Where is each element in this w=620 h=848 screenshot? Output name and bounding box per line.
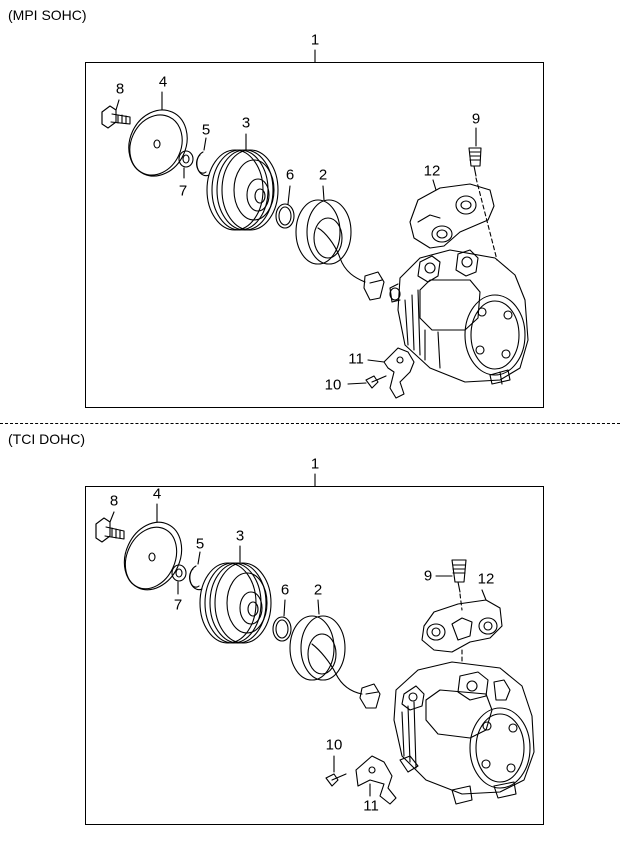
manifold-drawing xyxy=(409,179,495,249)
callout-manifold-top: 12 xyxy=(423,162,441,180)
assembly-number-bottom: 1 xyxy=(310,455,320,473)
top-parts xyxy=(101,91,529,399)
bracket-drawing xyxy=(367,347,415,399)
callout-bolt-top: 8 xyxy=(115,80,125,98)
pulley-drawing xyxy=(206,133,279,231)
callout-coil-top: 2 xyxy=(318,166,328,184)
coil-drawing-bottom xyxy=(289,599,381,709)
callout-pulley-bottom: 3 xyxy=(235,527,245,545)
fitting-drawing xyxy=(468,127,498,261)
pulley-drawing-bottom xyxy=(199,545,272,644)
callout-snapring-top: 5 xyxy=(201,121,211,139)
plate-drawing-bottom xyxy=(123,503,183,591)
bracket-drawing-bottom xyxy=(355,755,397,805)
screw-drawing-bottom xyxy=(325,755,347,787)
snapring-drawing xyxy=(196,137,210,177)
callout-coil-bottom: 2 xyxy=(313,581,323,599)
ring-drawing xyxy=(275,185,295,229)
section-divider xyxy=(0,423,620,424)
fitting-drawing-bottom xyxy=(435,559,467,611)
callout-screw-top: 10 xyxy=(324,376,342,394)
callout-snapring-bottom: 5 xyxy=(195,535,205,553)
compressor-drawing xyxy=(389,249,529,385)
callout-plate-bottom: 4 xyxy=(152,485,162,503)
compressor-drawing-bottom xyxy=(393,649,535,805)
bolt-drawing-bottom xyxy=(95,511,125,543)
callout-screw-bottom: 10 xyxy=(325,736,343,754)
bottom-parts xyxy=(95,503,535,805)
bolt-drawing xyxy=(101,99,131,129)
callout-bolt-bottom: 8 xyxy=(109,492,119,510)
section-title-mpi-sohc: (MPI SOHC) xyxy=(8,7,87,23)
callout-manifold-bottom: 12 xyxy=(477,570,495,588)
manifold-drawing-bottom xyxy=(421,589,503,653)
snapring-drawing-bottom xyxy=(189,551,203,591)
callout-plate-top: 4 xyxy=(158,73,168,91)
callout-shim-bottom: 7 xyxy=(173,596,183,614)
callout-ring-top: 6 xyxy=(285,166,295,184)
callout-fitting-top: 9 xyxy=(471,110,481,128)
assembly-number-top: 1 xyxy=(310,31,320,49)
assembly-frame-top xyxy=(85,62,544,408)
section-title-tci-dohc: (TCI DOHC) xyxy=(8,431,85,447)
shim-drawing-bottom xyxy=(171,564,187,595)
plate-drawing xyxy=(128,91,188,177)
callout-bracket-bottom: 11 xyxy=(363,797,379,815)
screw-drawing xyxy=(347,375,387,389)
callout-fitting-bottom: 9 xyxy=(423,567,433,585)
assembly-frame-bottom xyxy=(85,486,544,825)
callout-ring-bottom: 6 xyxy=(280,581,290,599)
shim-drawing xyxy=(178,150,194,179)
ring-drawing-bottom xyxy=(272,599,292,642)
callout-shim-top: 7 xyxy=(178,182,188,200)
callout-pulley-top: 3 xyxy=(241,114,251,132)
coil-drawing xyxy=(295,185,385,301)
callout-bracket-top: 11 xyxy=(348,350,364,368)
